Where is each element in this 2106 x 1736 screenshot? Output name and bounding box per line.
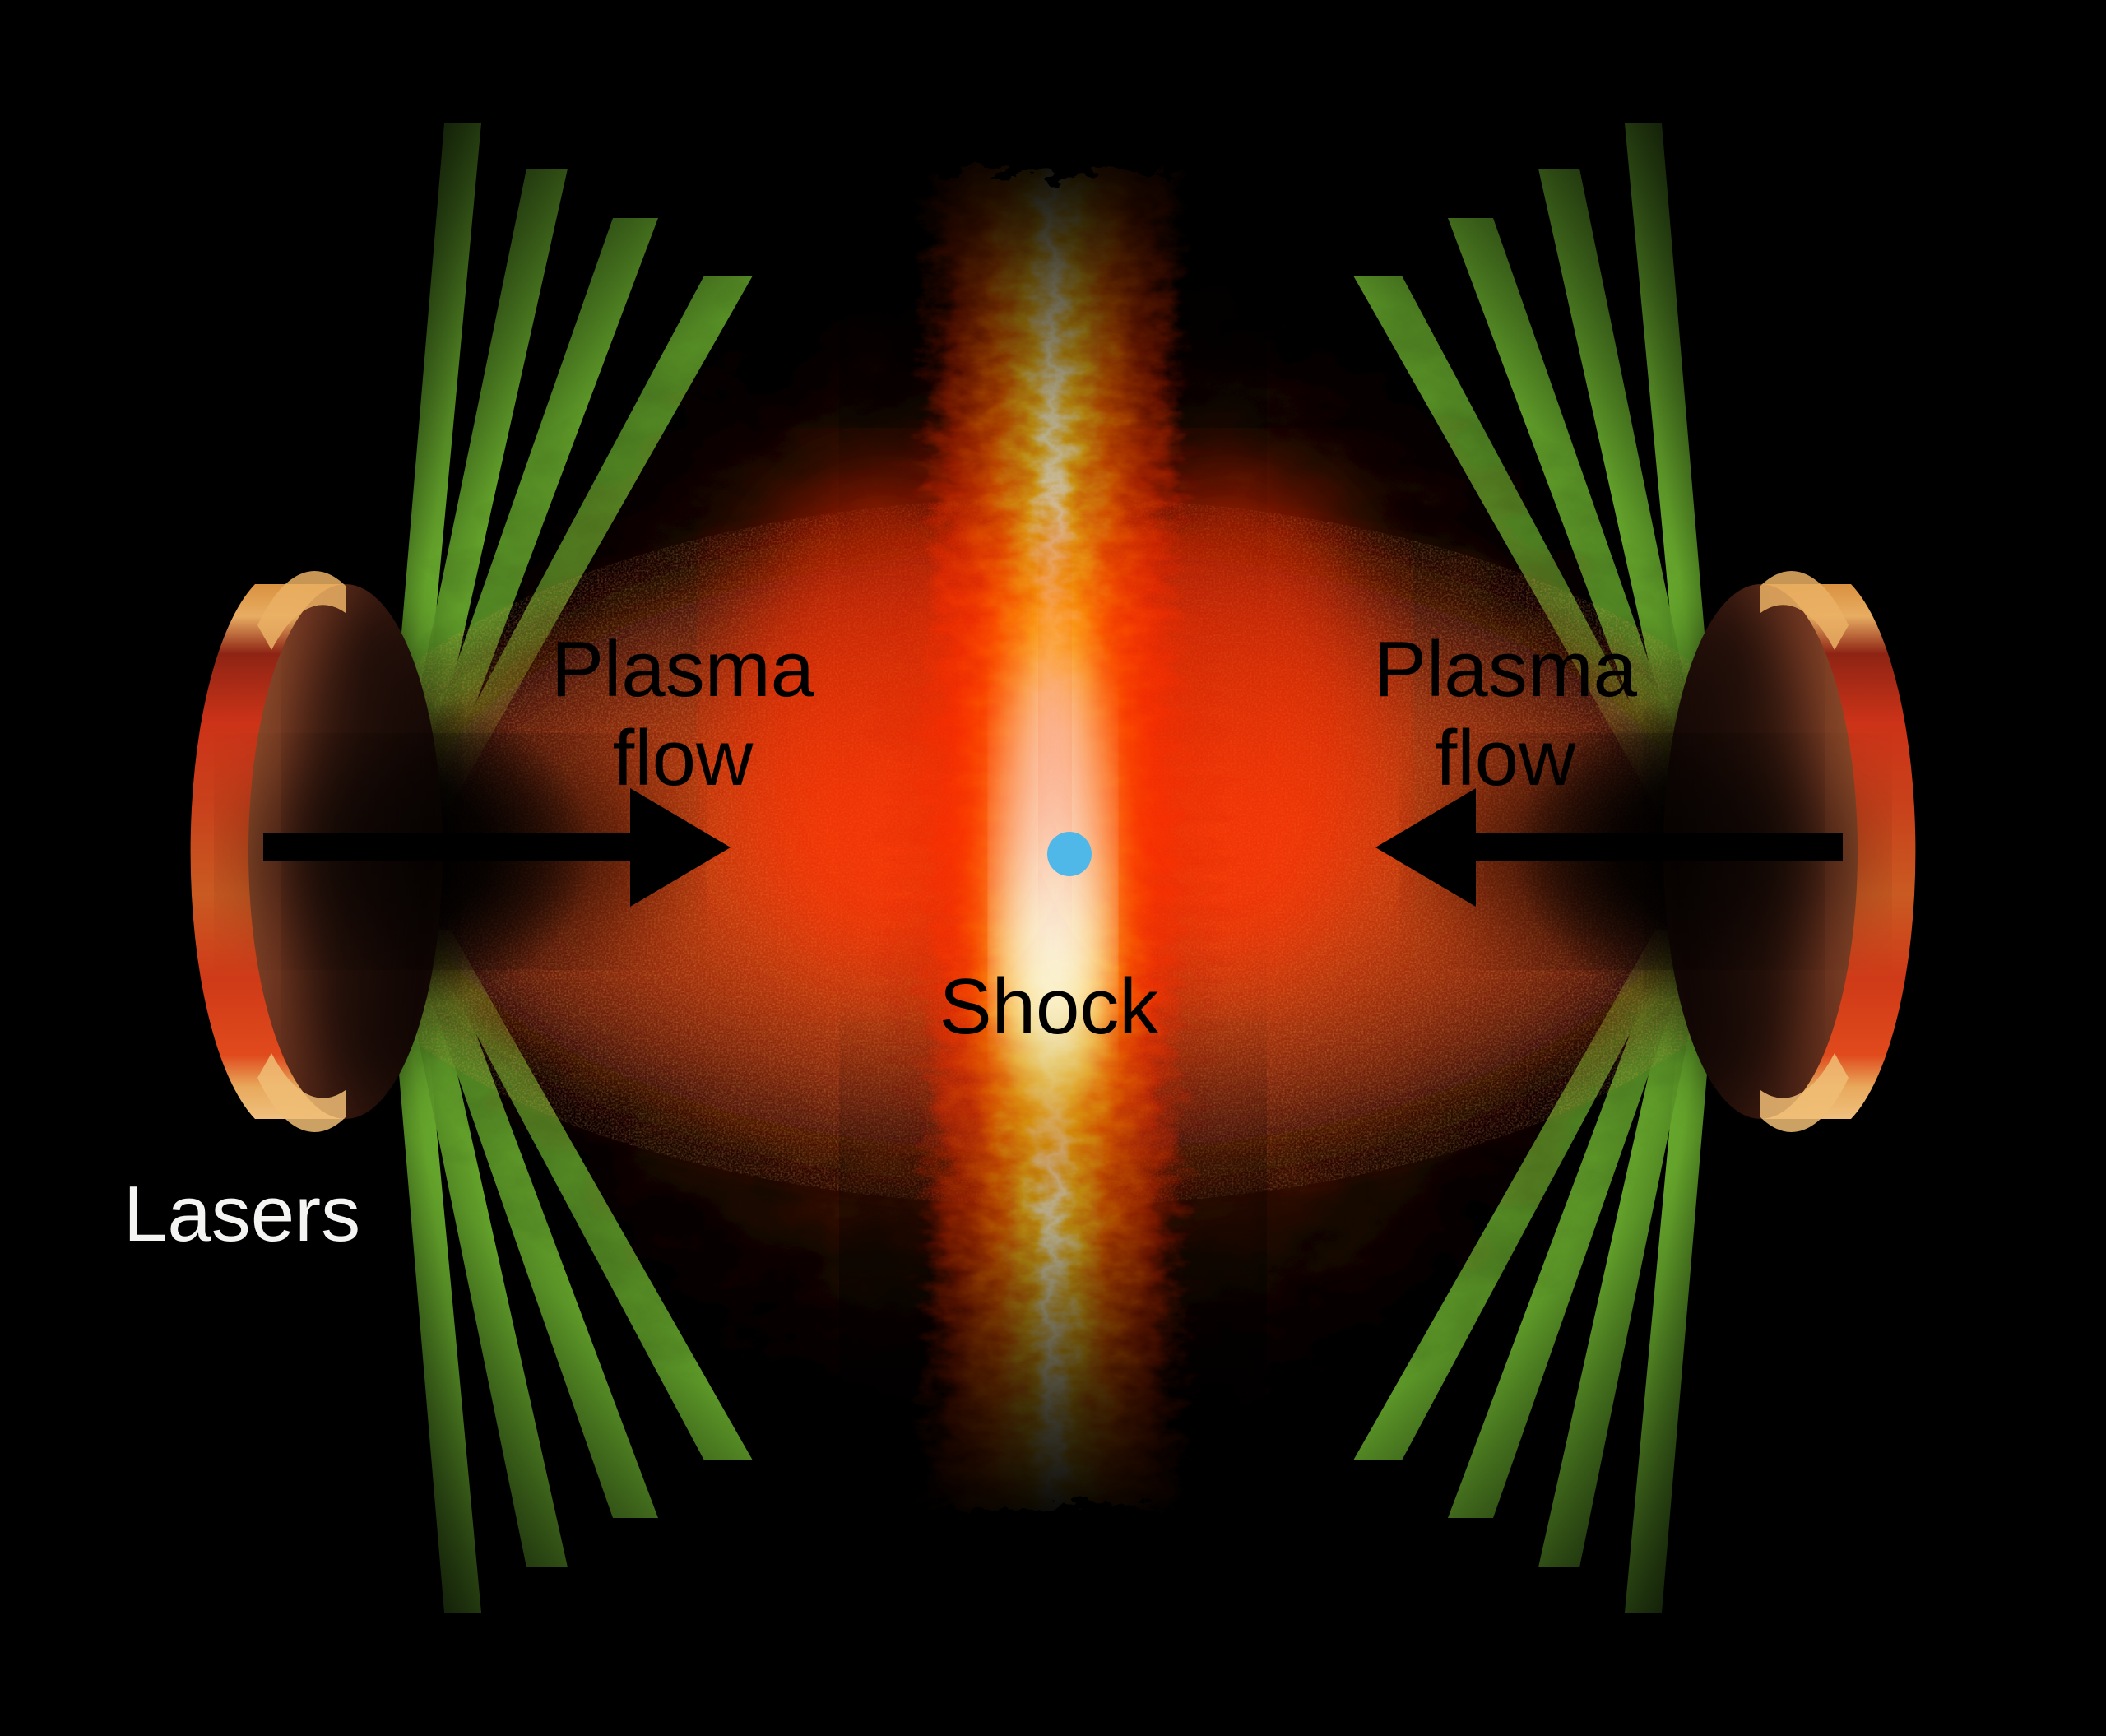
left-target-bottom-highlight (257, 1053, 346, 1132)
arrow-head (630, 788, 731, 907)
left-target-top-highlight (257, 571, 346, 650)
arrow-shaft (1448, 833, 1843, 861)
arrow-head (1375, 788, 1476, 907)
right-target-top-highlight (1760, 571, 1849, 650)
probe-point-dot (1047, 832, 1092, 876)
right-target-bottom-highlight (1760, 1053, 1849, 1132)
plasma-flow-arrow-right (1375, 788, 1843, 907)
arrow-shaft (263, 833, 658, 861)
plasma-flow-arrow-left (263, 788, 731, 907)
